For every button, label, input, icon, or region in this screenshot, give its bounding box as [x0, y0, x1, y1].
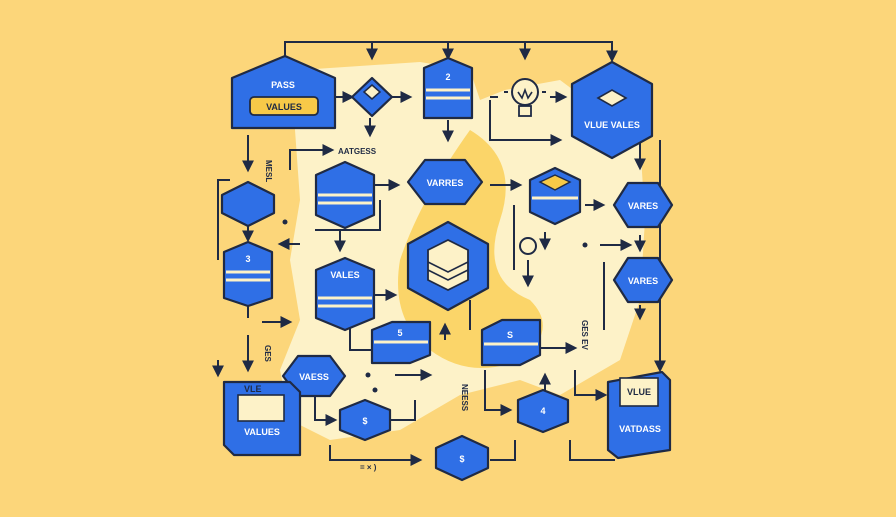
vales-label: VALES: [330, 270, 359, 280]
vlue-vales-label: VLUE VALES: [584, 120, 640, 130]
edge-vales-down: [349, 320, 372, 351]
lightbulb-icon: [504, 78, 546, 117]
varres-label: VARRES: [427, 178, 464, 188]
mini-stack-s-label: S: [507, 330, 513, 340]
vle-values-node[interactable]: VLE VALUES: [222, 380, 302, 457]
center-cube-node[interactable]: [406, 220, 490, 312]
junction-dots: [282, 219, 588, 393]
vlue-vatdass-title: VLUE: [627, 387, 651, 397]
yellow-cube-node[interactable]: [528, 166, 582, 226]
vle-values-label: VALUES: [244, 427, 280, 437]
edge-to-vatdass: [574, 370, 608, 401]
vaess-label: VAESS: [299, 372, 329, 382]
edge-bottom-right: [569, 440, 615, 461]
edge-stack-down: [334, 200, 381, 253]
stack-3-node[interactable]: 3: [222, 240, 274, 308]
left-small-cube-node[interactable]: [220, 180, 276, 228]
mini-stack-s-node[interactable]: S: [480, 318, 542, 367]
stack-mid-top-node[interactable]: [314, 160, 376, 230]
vlue-vales-node[interactable]: VLUE VALES: [570, 60, 654, 160]
cube-stack-icon: [427, 238, 469, 292]
mini-stack-5-label: 5: [397, 328, 402, 338]
edge-to-dollar-bottom: [329, 445, 423, 466]
mesl-label: MESL: [264, 160, 273, 182]
neess-label: NEESS: [460, 384, 469, 412]
dollar-left-label: $: [362, 416, 367, 426]
gesev-label: GES EV: [580, 320, 589, 350]
dollar-bottom-node[interactable]: $: [434, 434, 490, 482]
pass-values-node[interactable]: PASS VALUES: [230, 54, 337, 130]
edge-to-aatgess: [289, 144, 335, 170]
vares-right-2-label: VARES: [628, 276, 658, 286]
vares-right-2-node[interactable]: VARES: [612, 256, 674, 304]
vaess-node[interactable]: VAESS: [281, 354, 347, 398]
pass-label: VALUES: [266, 102, 302, 112]
varres-node[interactable]: VARRES: [406, 158, 484, 206]
stack-4-node[interactable]: 4: [516, 388, 570, 434]
vares-right-1-node[interactable]: VARES: [612, 181, 674, 229]
edge-right-loop: [489, 100, 563, 146]
vales-node[interactable]: VALES: [314, 256, 376, 332]
edge-far-left: [217, 179, 230, 260]
edge-to-stack4: [484, 370, 513, 416]
edges: [212, 41, 666, 466]
stack-3-label: 3: [245, 254, 250, 264]
vlue-vatdass-label: VATDASS: [619, 424, 661, 434]
small-diamond-node[interactable]: [350, 76, 394, 118]
mex-label: = × ): [360, 463, 377, 472]
vle-title: VLE: [244, 384, 262, 394]
stack-2-label: 2: [445, 72, 450, 82]
pass-title: PASS: [271, 80, 295, 90]
stack-4-label: 4: [540, 406, 545, 416]
vares-right-1-label: VARES: [628, 201, 658, 211]
edge-dollar-bottom-right: [490, 440, 516, 461]
cycle-icon: [519, 237, 537, 255]
dollar-bottom-label: $: [459, 454, 464, 464]
mini-stack-5-node[interactable]: 5: [370, 320, 432, 365]
ges-label: GES: [263, 345, 272, 363]
vlue-vatdass-node[interactable]: VLUE VATDASS: [606, 370, 672, 460]
stack-2-node[interactable]: 2: [422, 56, 474, 120]
dollar-left-node[interactable]: $: [338, 398, 392, 442]
aatgess-label: AATGESS: [338, 147, 377, 156]
edge-dollar-up: [390, 400, 416, 421]
